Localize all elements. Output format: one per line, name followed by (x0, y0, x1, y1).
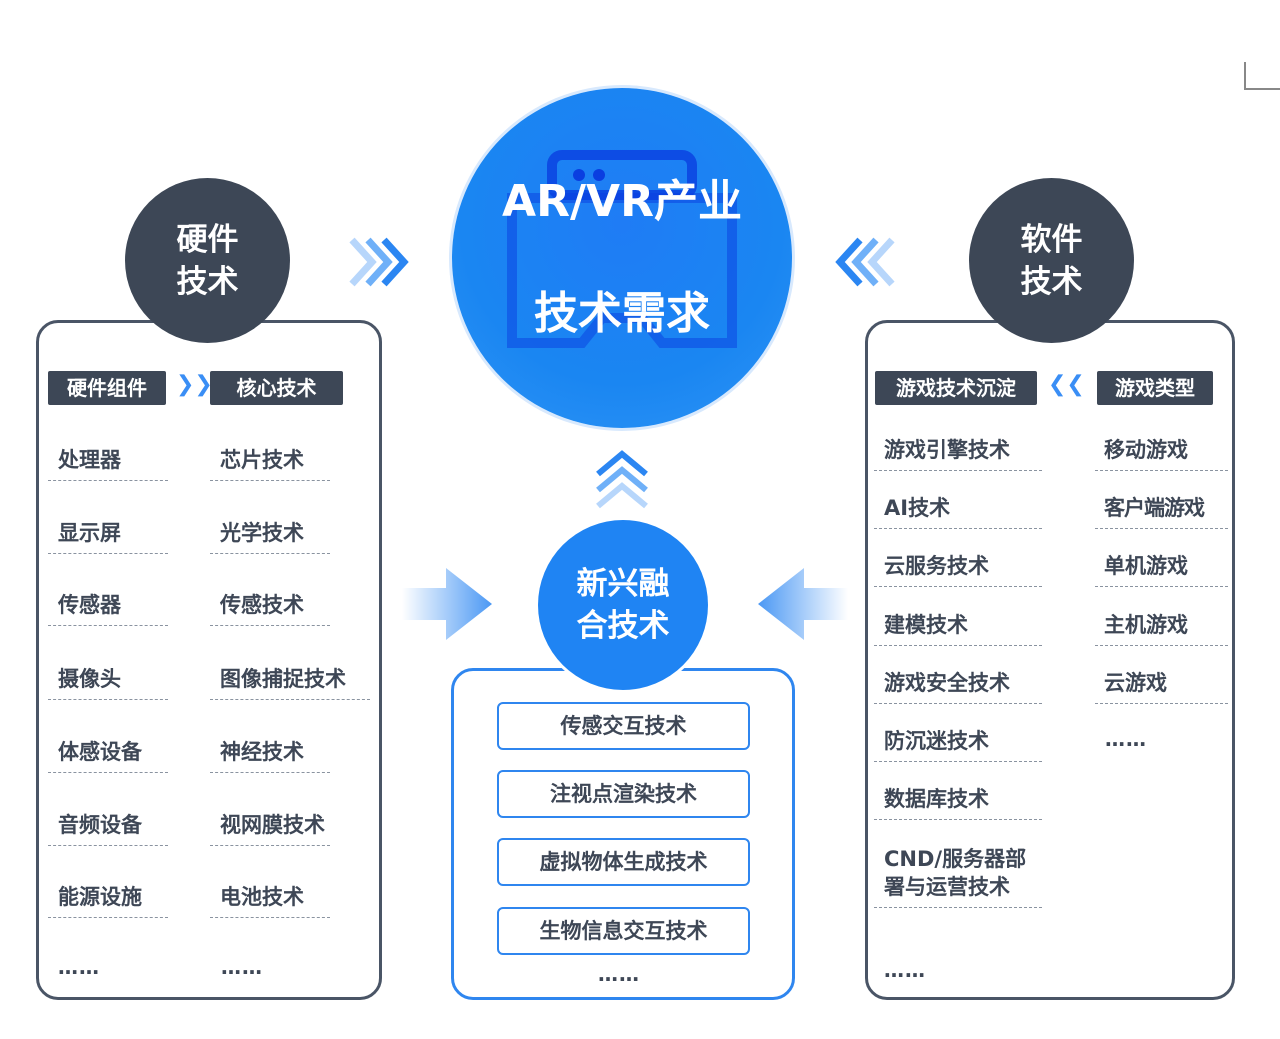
chevron-left-arrows-icon (835, 237, 895, 287)
central-title-line1: AR/VR产业 (502, 176, 742, 227)
core-tech-item: 传感技术 (210, 591, 330, 626)
chevron-right-arrows-icon (349, 237, 409, 287)
game-type-item: 移动游戏 (1095, 436, 1228, 471)
game-types-header: 游戏类型 (1097, 371, 1213, 405)
central-title-line2: 技术需求 (534, 288, 710, 339)
hardware-component: 处理器 (48, 446, 168, 481)
emerging-title: 新兴融 合技术 (538, 520, 708, 690)
hardware-component: 音频设备 (48, 811, 168, 846)
hardware-component: 传感器 (48, 591, 168, 626)
striped-arrow-right-icon (402, 568, 492, 640)
chevron-left-icon: ❮❮ (1048, 372, 1085, 397)
game-type-item: 云游戏 (1095, 669, 1228, 704)
corner-mark (1244, 62, 1280, 90)
core-tech-item: 神经技术 (210, 738, 330, 773)
hardware-component: 能源设施 (48, 883, 168, 918)
hardware-component-more: …… (58, 955, 100, 979)
hardware-components-header: 硬件组件 (48, 371, 166, 405)
striped-arrow-left-icon (758, 568, 848, 640)
core-tech-more: …… (221, 955, 263, 979)
game-type-item: 主机游戏 (1095, 611, 1228, 646)
emerging-tech-item: 生物信息交互技术 (497, 907, 750, 955)
game-tech-item: 防沉迷技术 (874, 727, 1042, 762)
game-tech-item: 游戏安全技术 (874, 669, 1042, 704)
core-tech-header: 核心技术 (210, 371, 343, 405)
core-tech-item: 光学技术 (210, 519, 330, 554)
game-tech-item: 数据库技术 (874, 785, 1042, 820)
hardware-component: 显示屏 (48, 519, 168, 554)
core-tech-item: 视网膜技术 (210, 811, 330, 846)
game-tech-item: 建模技术 (874, 611, 1042, 646)
vr-headset-icon (507, 150, 737, 348)
software-title: 软件 技术 (969, 178, 1134, 343)
game-type-more: …… (1105, 727, 1147, 751)
game-type-item: 客户端游戏 (1095, 494, 1228, 529)
hardware-title: 硬件 技术 (125, 178, 290, 343)
game-tech-item: 游戏引擎技术 (874, 436, 1042, 471)
emerging-tech-item: 虚拟物体生成技术 (497, 838, 750, 886)
emerging-tech-item: 传感交互技术 (497, 702, 750, 750)
core-tech-item: 图像捕捉技术 (210, 665, 370, 700)
central-node: AR/VR产业 技术需求 (452, 88, 792, 428)
core-tech-item: 电池技术 (210, 883, 330, 918)
game-tech-item: 云服务技术 (874, 552, 1042, 587)
chevron-right-icon: ❯❯ (176, 372, 213, 397)
game-tech-item: AI技术 (874, 494, 1042, 529)
game-tech-more: …… (884, 958, 926, 982)
chevron-up-arrows-icon (596, 450, 648, 509)
emerging-tech-item: 注视点渲染技术 (497, 770, 750, 818)
hardware-component: 摄像头 (48, 665, 168, 700)
core-tech-item: 芯片技术 (210, 446, 330, 481)
game-tech-item: CND/服务器部 署与运营技术 (874, 845, 1042, 908)
game-tech-header: 游戏技术沉淀 (875, 371, 1037, 405)
hardware-panel (36, 320, 382, 1000)
emerging-panel (451, 668, 795, 1000)
game-type-item: 单机游戏 (1095, 552, 1228, 587)
emerging-more: …… (598, 962, 640, 986)
hardware-component: 体感设备 (48, 738, 168, 773)
